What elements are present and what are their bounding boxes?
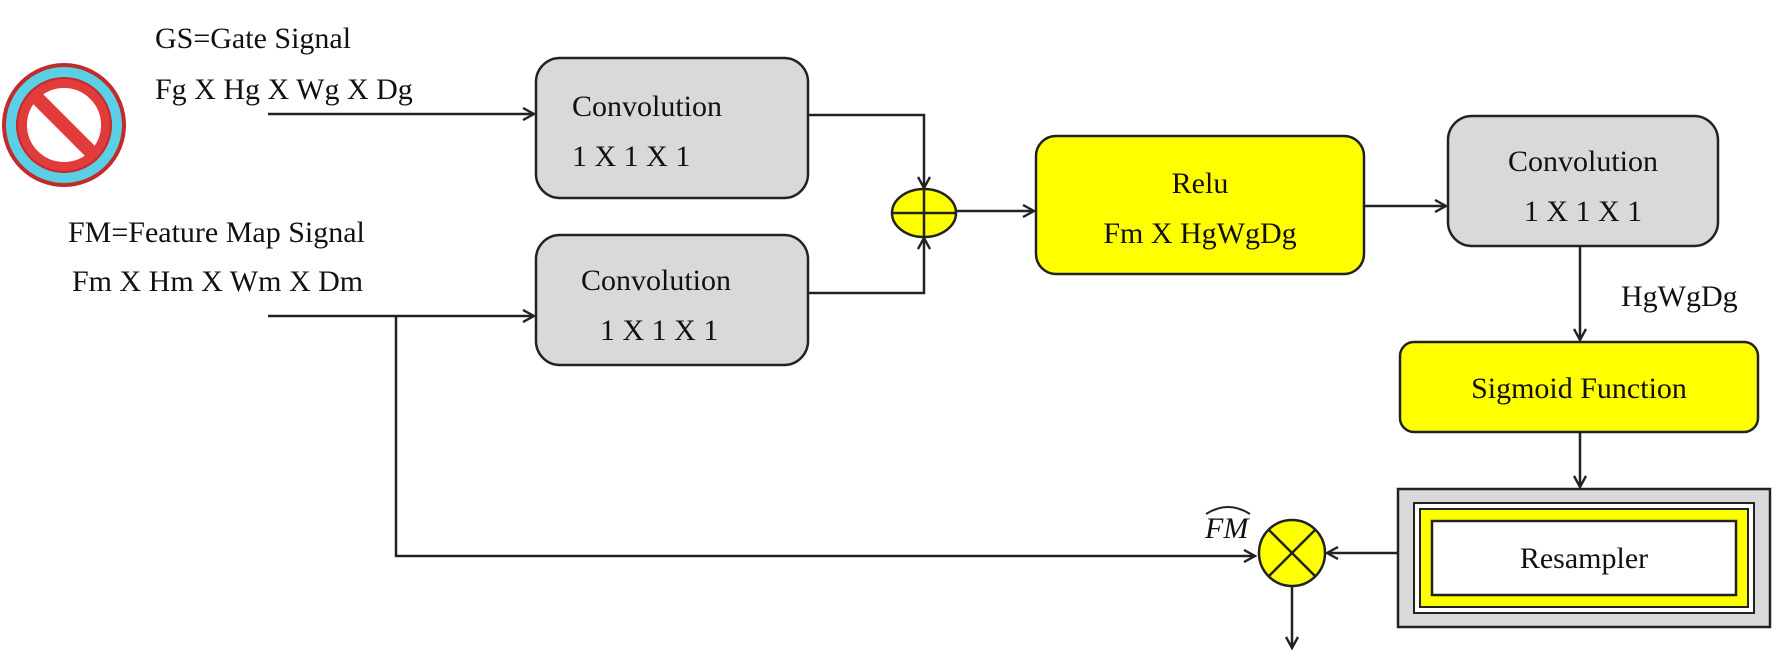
adder-node <box>890 187 958 239</box>
relu-block: Relu Fm X HgWgDg <box>1034 134 1366 276</box>
skip-connection-arrow <box>394 316 1255 556</box>
prohibited-icon <box>2 63 126 187</box>
conv-out-block: Convolution 1 X 1 X 1 <box>1446 114 1720 248</box>
sigmoid-label: Sigmoid Function <box>1471 372 1687 405</box>
conv-feature-line2: 1 X 1 X 1 <box>600 314 718 347</box>
fm-hat-label: FM <box>1204 506 1251 545</box>
conv-gate-line2: 1 X 1 X 1 <box>572 140 690 173</box>
conv-gate-block: Convolution 1 X 1 X 1 <box>534 56 810 200</box>
sigmoid-block: Sigmoid Function <box>1398 340 1760 434</box>
conv-out-line1: Convolution <box>1508 145 1658 178</box>
gate-signal-dims: Fg X Hg X Wg X Dg <box>155 73 413 106</box>
conv-gate-line1: Convolution <box>572 90 722 123</box>
resampler-label: Resampler <box>1520 542 1648 575</box>
feature-map-title: FM=Feature Map Signal <box>68 216 365 249</box>
hat-accent-icon <box>1205 506 1251 515</box>
resampler-block: Resampler <box>1396 487 1772 629</box>
fm-hat-text: FM <box>1204 512 1250 545</box>
conv-gate-to-adder-arrow <box>808 113 924 188</box>
relu-line1: Relu <box>1172 167 1229 200</box>
multiply-node <box>1257 518 1327 588</box>
conv-feature-line1: Convolution <box>581 264 731 297</box>
gate-signal-title: GS=Gate Signal <box>155 22 351 55</box>
conv-feature-to-adder-arrow <box>808 238 924 295</box>
feature-map-dims: Fm X Hm X Wm X Dm <box>72 265 363 298</box>
hgwgdg-label: HgWgDg <box>1621 280 1738 313</box>
conv-out-line2: 1 X 1 X 1 <box>1524 195 1642 228</box>
conv-feature-block: Convolution 1 X 1 X 1 <box>534 233 810 367</box>
relu-line2: Fm X HgWgDg <box>1103 217 1296 250</box>
